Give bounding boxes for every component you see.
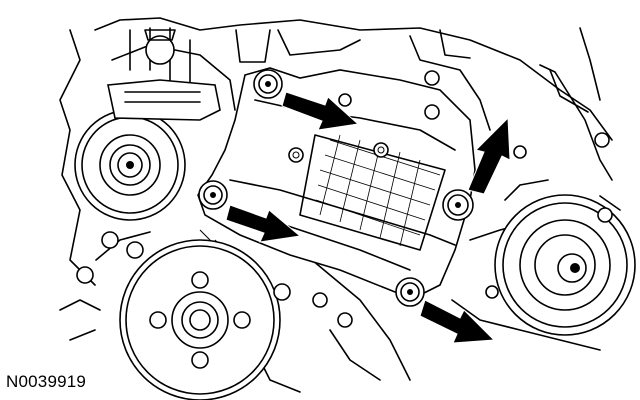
bracket-bolts: [198, 69, 474, 307]
bolt-upper-left: [253, 69, 283, 99]
upper-left-pulley: [74, 109, 186, 221]
lower-pulley: [76, 231, 353, 400]
bolt-middle-left: [198, 180, 228, 210]
arrow-to-lower-bolt: [419, 299, 496, 344]
bolt-lower: [395, 277, 425, 307]
callout-arrows: [225, 91, 511, 344]
arrow-to-middle-left-bolt: [225, 204, 302, 243]
ac-compressor-clutch: [494, 64, 636, 336]
arrow-to-upper-left-bolt: [281, 91, 360, 131]
alternator-housing: [107, 29, 221, 121]
bolt-right: [442, 189, 474, 221]
arrow-to-right-bolt: [467, 116, 511, 195]
figure-id-label: N0039919: [6, 372, 87, 391]
